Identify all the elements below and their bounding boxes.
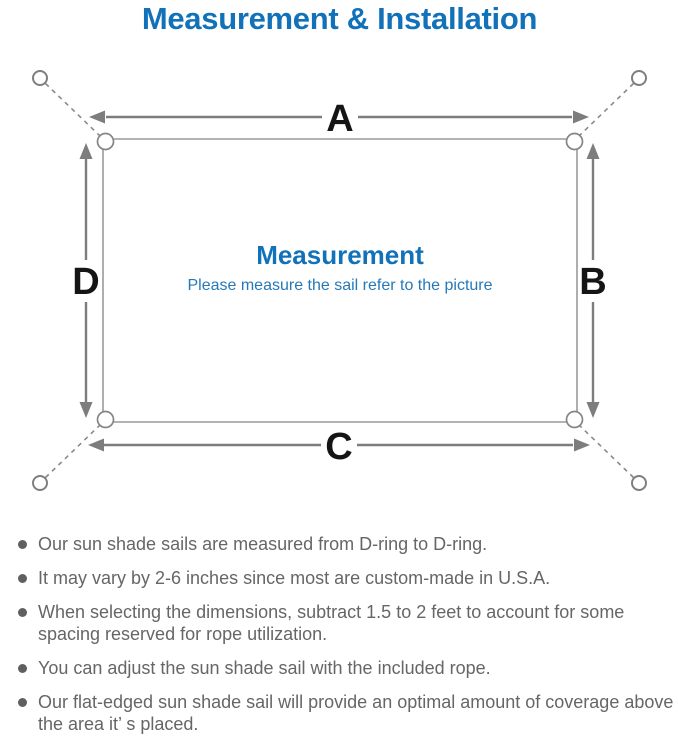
d-rings [96,132,584,429]
list-item: You can adjust the sun shade sail with t… [18,657,677,679]
arrow-a-left-head-icon [89,110,105,124]
page-title: Measurement & Installation [141,1,538,36]
d-ring-icon-bottom-left [96,410,115,429]
bullet-dot-icon [18,574,27,583]
edge-label-c: C [325,426,352,468]
tether-lines [44,82,635,479]
d-ring-icon-top-left [96,132,115,151]
edge-label-a: A [326,98,353,140]
arrow-d-up-head-icon [79,143,93,159]
bullet-dot-icon [18,540,27,549]
arrow-b-up-head-icon [586,143,600,159]
dimension-arrow-d: D [72,143,100,418]
d-ring-icon-bottom-right [565,410,584,429]
diagram-center-subtitle: Please measure the sail refer to the pic… [187,277,493,294]
note-text: You can adjust the sun shade sail with t… [38,658,491,678]
diagram-center-title: Measurement [256,240,424,270]
tether-line-bottom-left [44,424,101,479]
note-text: It may vary by 2-6 inches since most are… [38,568,551,588]
arrow-b-down-head-icon [586,402,600,418]
edge-label-b: B [579,261,606,303]
dimension-arrow-a: A [89,98,589,140]
arrow-d-down-head-icon [79,402,93,418]
dimension-arrow-c: C [88,426,590,468]
bullet-dot-icon [18,698,27,707]
list-item: Our sun shade sails are measured from D-… [18,533,677,555]
d-ring-icon-top-right [565,132,584,151]
anchor-rings [32,70,647,491]
tether-line-top-right [578,82,635,137]
tether-line-bottom-right [578,424,635,479]
measurement-diagram: A B C D [32,70,647,491]
dimension-arrow-b: B [579,143,607,418]
list-item: It may vary by 2-6 inches since most are… [18,567,677,589]
edge-label-d: D [72,261,99,303]
note-text: Our sun shade sails are measured from D-… [38,534,488,554]
diagram-center-text: Measurement Please measure the sail refe… [103,240,577,295]
sail-outline [102,138,578,423]
anchor-ring-icon-top-right [631,70,647,86]
anchor-ring-icon-top-left [32,70,48,86]
arrow-a-right-head-icon [573,110,589,124]
bullet-dot-icon [18,664,27,673]
arrow-c-left-head-icon [88,438,104,452]
tether-line-top-left [44,82,101,137]
list-item: Our flat-edged sun shade sail will provi… [18,691,677,735]
note-text: Our flat-edged sun shade sail will provi… [38,692,674,734]
notes-list: Our sun shade sails are measured from D-… [18,533,677,739]
note-text: When selecting the dimensions, subtract … [38,602,625,644]
arrow-c-right-head-icon [574,438,590,452]
bullet-dot-icon [18,608,27,617]
list-item: When selecting the dimensions, subtract … [18,601,677,645]
anchor-ring-icon-bottom-right [631,475,647,491]
anchor-ring-icon-bottom-left [32,475,48,491]
